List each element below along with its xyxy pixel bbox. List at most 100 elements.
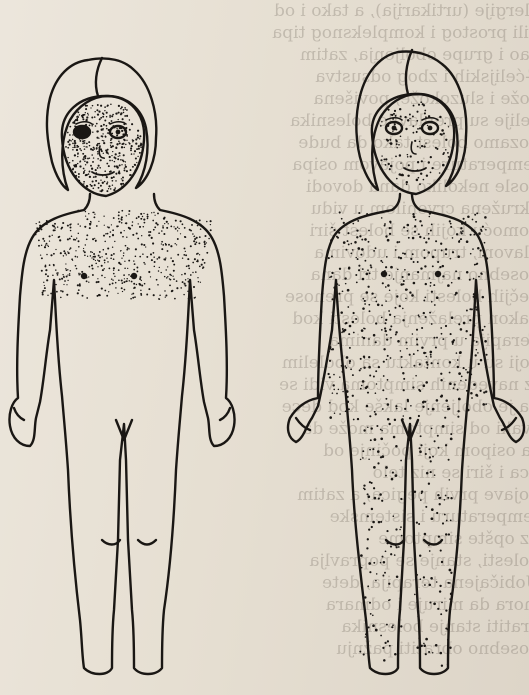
rash-dot <box>97 153 98 154</box>
rash-dot <box>348 267 350 269</box>
rash-dot <box>72 139 73 140</box>
rash-dot <box>485 229 487 231</box>
rash-dot <box>86 280 88 282</box>
rash-dot <box>159 267 160 268</box>
rash-dot <box>412 386 414 388</box>
rash-dot <box>62 291 64 293</box>
rash-dot <box>386 338 388 340</box>
rash-dot <box>441 396 443 398</box>
rash-dot <box>367 427 369 429</box>
rash-dot <box>206 242 207 243</box>
rash-dot <box>134 150 136 152</box>
rash-dot <box>72 143 74 145</box>
rash-dot <box>399 154 401 156</box>
rash-dot <box>439 585 441 587</box>
rash-dot <box>113 136 115 138</box>
rash-dot <box>79 138 81 140</box>
rash-dot <box>369 374 371 376</box>
rash-dot <box>98 165 100 167</box>
rash-dot <box>350 252 352 254</box>
rash-dot <box>459 351 462 354</box>
rash-dot <box>74 154 76 156</box>
rash-dot <box>69 249 70 250</box>
rash-dot <box>94 238 95 239</box>
rash-dot <box>79 148 81 150</box>
rash-dot <box>418 177 420 179</box>
rash-dot <box>79 133 81 135</box>
rash-dot <box>359 651 361 653</box>
rash-dot <box>67 147 69 149</box>
rash-dot <box>75 256 77 258</box>
rash-dot <box>395 474 398 477</box>
rash-dot <box>404 269 406 271</box>
rash-dot <box>395 544 397 546</box>
rash-dot <box>416 120 418 122</box>
rash-dot <box>95 169 97 171</box>
rash-dot <box>96 123 98 125</box>
rash-dot <box>449 361 451 363</box>
rash-dot <box>416 338 418 340</box>
rash-dot <box>154 261 156 263</box>
rash-dot <box>70 230 72 232</box>
rash-dot <box>97 167 99 169</box>
rash-dot <box>110 146 112 148</box>
rash-dot <box>387 124 390 127</box>
rash-dot <box>399 241 401 243</box>
rash-dot <box>372 521 375 524</box>
rash-dot <box>67 280 68 281</box>
rash-dot <box>56 291 58 293</box>
rash-dot <box>89 134 91 136</box>
rash-dot <box>448 156 450 158</box>
rash-dot <box>143 262 145 264</box>
rash-dot <box>164 276 165 277</box>
rash-dot <box>389 227 391 229</box>
rash-dot <box>421 224 423 226</box>
rash-dot <box>134 287 136 289</box>
rash-dot <box>356 229 358 231</box>
rash-dot <box>132 234 134 236</box>
rash-dot <box>204 243 206 245</box>
rash-dot <box>85 105 87 107</box>
rash-dot <box>370 613 372 615</box>
rash-dot <box>380 429 382 431</box>
rash-dot <box>42 238 44 240</box>
rash-dot <box>127 116 128 117</box>
rash-dot <box>114 241 115 242</box>
rash-dot <box>403 226 405 228</box>
rash-dot <box>50 293 52 295</box>
rash-dot <box>404 167 406 169</box>
rash-dot <box>113 270 114 271</box>
rash-dot <box>327 373 329 375</box>
rash-dot <box>74 144 76 146</box>
rash-dot <box>370 439 372 441</box>
rash-dot <box>100 180 101 181</box>
rash-dot <box>95 263 97 265</box>
rash-dot <box>482 255 484 257</box>
rash-dot <box>162 225 164 227</box>
rash-dot <box>139 256 141 258</box>
rash-dot <box>361 248 364 251</box>
rash-dot <box>116 134 118 136</box>
rash-dot <box>81 138 83 140</box>
rash-dot <box>331 227 333 229</box>
rash-dot <box>204 235 206 237</box>
rash-dot <box>90 107 91 108</box>
rash-dot <box>118 152 120 154</box>
rash-dot <box>121 287 123 289</box>
rash-dot <box>395 139 397 141</box>
rash-dot <box>423 576 425 578</box>
rash-dot <box>385 475 387 477</box>
rash-dot <box>197 225 199 227</box>
rash-dot <box>349 325 352 328</box>
rash-dot <box>351 243 353 245</box>
rash-dot <box>106 176 108 178</box>
rash-dot <box>424 110 426 112</box>
rash-dot <box>82 114 84 116</box>
rash-dot <box>430 285 432 287</box>
rash-dot <box>423 179 425 181</box>
rash-dot <box>64 252 66 254</box>
rash-dot <box>177 254 179 256</box>
rash-dot <box>98 182 100 184</box>
rash-dot <box>194 221 195 222</box>
rash-dot <box>83 125 85 127</box>
